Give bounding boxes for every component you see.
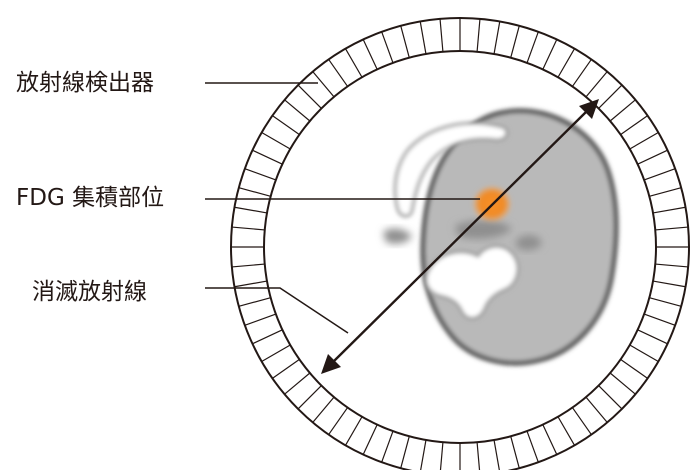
detector-segment — [420, 439, 427, 470]
leader-line-annihilation — [205, 287, 349, 334]
detector-segment — [297, 84, 322, 109]
detector-segment — [571, 59, 592, 87]
detector-segment — [238, 187, 271, 197]
detector-segment — [328, 407, 349, 435]
detector-segment — [272, 115, 300, 136]
vessel-shadow-left — [383, 228, 412, 244]
body-tissue — [420, 108, 619, 366]
leader-lines — [205, 82, 480, 334]
annihilation-radiation-arrow — [321, 99, 599, 374]
detector-segment — [598, 385, 623, 410]
detector-segment — [439, 18, 444, 52]
detector-segment — [557, 416, 576, 446]
detector-segment — [312, 71, 335, 98]
detector-segment — [510, 25, 520, 58]
detector-segment — [620, 115, 648, 136]
detector-segment — [284, 99, 311, 122]
detector-segment — [381, 31, 394, 64]
detector-segment — [542, 39, 558, 70]
detector-segment — [609, 372, 636, 395]
detector-segments — [231, 18, 689, 470]
detector-segment — [234, 206, 268, 214]
detector-segment — [400, 436, 410, 469]
detector-segment — [598, 84, 623, 109]
detector-segment — [234, 280, 268, 288]
detector-segment — [344, 416, 363, 446]
detector-segment — [643, 313, 676, 326]
arrowhead-lower-left-icon — [321, 354, 341, 374]
detector-segment — [637, 329, 668, 345]
detector-segment — [238, 297, 271, 307]
detector-segment — [231, 226, 265, 231]
detector-segment — [571, 407, 592, 435]
detector-segment — [493, 439, 500, 470]
detector-segment — [629, 344, 659, 363]
detector-segment — [400, 25, 410, 58]
detector-segment — [620, 358, 648, 379]
detector-segment — [297, 385, 322, 410]
detector-segment — [476, 18, 481, 52]
label-fdg-site: FDG 集積部位 — [16, 185, 165, 211]
detector-segment — [557, 48, 576, 78]
airway-shape — [424, 244, 520, 320]
detector-segment — [328, 59, 349, 87]
patient-cross-section — [383, 108, 619, 366]
detector-segment — [652, 280, 686, 288]
vessel-shadow-center — [455, 220, 512, 239]
detector-segment — [419, 21, 427, 55]
detector-segment — [609, 99, 636, 122]
vessel-shadow-right — [516, 235, 542, 251]
detector-segment — [231, 263, 265, 268]
detector-segment — [493, 21, 501, 55]
detector-segment — [272, 358, 300, 379]
detector-segment — [284, 372, 311, 395]
detector-segment — [261, 131, 291, 150]
label-annihilation-radiation: 消滅放射線 — [32, 279, 147, 305]
lung-outline — [393, 121, 509, 218]
label-detector: 放射線検出器 — [16, 70, 154, 96]
detector-segment — [542, 424, 558, 455]
detector-segment — [252, 329, 283, 345]
detector-segment — [655, 263, 689, 268]
detector-segment — [637, 149, 668, 165]
detector-segment — [244, 313, 277, 326]
detector-segment — [244, 168, 277, 181]
detector-segment — [261, 344, 291, 363]
detector-segment — [655, 226, 689, 231]
detector-segment — [649, 187, 682, 197]
detector-segment — [652, 206, 686, 214]
detector-segment — [585, 71, 608, 98]
detector-segment — [629, 131, 659, 150]
radiation-line — [332, 110, 588, 363]
detector-segment — [643, 168, 676, 181]
detector-segment — [362, 424, 378, 455]
detector-segment — [649, 297, 682, 307]
detector-segment — [585, 396, 608, 423]
detector-segment — [526, 430, 539, 463]
arrowhead-upper-right-icon — [579, 99, 599, 119]
detector-segment — [344, 48, 363, 78]
detector-segment — [526, 31, 539, 64]
detector-segment — [362, 39, 378, 70]
detector-segment — [252, 149, 283, 165]
detector-segment — [312, 396, 335, 423]
detector-segment — [381, 430, 394, 463]
detector-segment — [510, 436, 520, 469]
